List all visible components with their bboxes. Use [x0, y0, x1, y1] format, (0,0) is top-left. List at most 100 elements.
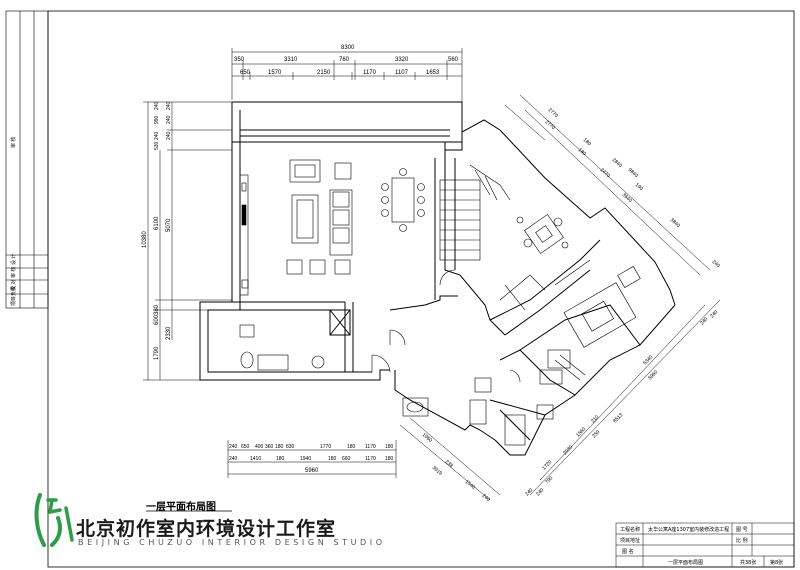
right-dim-3: 180 — [582, 137, 592, 147]
top-dim-2: 3310 — [284, 57, 298, 63]
bottom-dim-3: 400 — [255, 444, 264, 450]
low-left-2: 3919 — [431, 465, 444, 477]
bedroom-furniture-1 — [499, 214, 569, 311]
right-dim-7: 190 — [634, 182, 644, 192]
left-stack-3: 240 — [166, 101, 172, 110]
margin-label-3: 校 对 — [10, 280, 17, 291]
tb-project-name-label: 工程名称 — [620, 526, 640, 533]
bottom-dim-8: 180 — [347, 444, 356, 450]
bottom-dimension-lines — [227, 440, 397, 478]
left-stack-6: 240 — [166, 115, 172, 124]
right-low-4: 5960 — [647, 369, 659, 381]
bottom-dim-18: 180 — [385, 456, 394, 462]
right-dim-1: 2770 — [547, 107, 559, 119]
dining-table — [381, 168, 425, 232]
staircase — [439, 164, 511, 261]
bedroom-furniture-2 — [554, 259, 641, 348]
right-upper-dimension-lines — [504, 94, 711, 276]
low-left-3: 238 — [444, 459, 454, 469]
margin-label-2: 审 核 — [10, 267, 17, 278]
top-dim-total: 8300 — [341, 45, 355, 51]
top-dim-6: 650 — [240, 70, 251, 76]
tb-sheet-no: 第8张 — [770, 559, 783, 566]
top-dim-5: 560 — [448, 57, 459, 63]
right-dim-10: 9840 — [627, 167, 639, 179]
right-low-1: 240 — [709, 309, 719, 319]
studio-name-en: BEIJING CHUZUO INTERIOR DESIGN STUDIO — [78, 538, 386, 547]
bottom-dim-9: 1170 — [365, 444, 376, 450]
margin-label-1: 设 计 — [10, 254, 17, 265]
left-dim-5070: 5070 — [166, 218, 172, 232]
bottom-dim-14: 1940 — [300, 456, 311, 462]
right-low-13: 240 — [535, 487, 545, 497]
tb-project-address-label: 项目地址 — [620, 537, 640, 544]
low-left-1: 1960 — [421, 432, 434, 444]
right-low-7: 250 — [591, 429, 601, 439]
left-stack-4: 240 — [154, 131, 160, 140]
tb-drawing-name-label: 图 名 — [622, 548, 634, 555]
top-dim-4: 3320 — [395, 57, 409, 63]
tb-drawing-no-label: 图 号 — [736, 527, 748, 533]
margin-label-4: 项目负责 — [10, 286, 17, 306]
left-dim-2330: 2330 — [166, 326, 172, 340]
bottom-dim-10: 180 — [385, 444, 394, 450]
right-low-12: 240 — [524, 487, 534, 497]
right-low-6: 1560 — [575, 426, 587, 438]
lower-left-dimension-lines — [399, 417, 501, 501]
low-left-5: 240 — [481, 493, 491, 503]
bottom-dim-1: 240 — [229, 444, 238, 450]
top-dim-8: 2150 — [317, 70, 331, 76]
tb-project-name-value: 太华公寓A座1307室内装修改造工程 — [648, 526, 729, 533]
left-dim-600380: 600380 — [154, 304, 160, 325]
bottom-dim-total: 5960 — [305, 468, 319, 474]
left-dim-1790: 1790 — [154, 346, 160, 360]
tb-drawing-name-value: 一层平面布局图 — [668, 559, 703, 566]
plan-title: 一层平面布局图 — [146, 502, 216, 513]
left-dimension-lines — [143, 101, 232, 381]
right-low-9: 8513 — [612, 412, 624, 424]
right-low-8: 2030 — [562, 444, 574, 456]
top-dim-1: 350 — [234, 57, 245, 63]
bottom-dim-16: 660 — [342, 456, 351, 462]
bottom-dim-2: 650 — [241, 444, 250, 450]
bottom-dim-13: 180 — [276, 456, 285, 462]
right-low-2: 240 — [699, 316, 709, 326]
low-left-4: 1540 — [464, 479, 477, 491]
left-dim-6100: 6100 — [154, 216, 160, 230]
tb-total-sheets: 共38张 — [740, 559, 756, 566]
bottom-dim-5: 180 — [275, 444, 284, 450]
right-dim-4: 180 — [577, 147, 587, 157]
top-dim-9: 1170 — [363, 70, 377, 76]
bottom-dim-7: 1770 — [320, 444, 331, 450]
bottom-dim-15: 180 — [328, 456, 337, 462]
bottom-dim-6: 830 — [286, 444, 295, 450]
living-room-furniture — [239, 159, 353, 296]
doors — [371, 269, 521, 383]
left-stack-2: 990 — [154, 115, 160, 124]
right-low-10: 1720 — [541, 459, 553, 471]
bottom-dim-11: 240 — [229, 456, 238, 462]
right-dim-11: 240 — [711, 259, 721, 269]
title-block-grid — [615, 522, 795, 568]
bottom-dim-17: 1170 — [365, 456, 376, 462]
top-dim-10: 1107 — [395, 70, 409, 76]
left-stack-1: 240 — [154, 101, 160, 110]
left-dim-total: 10380 — [142, 231, 148, 248]
top-dim-11: 1653 — [426, 70, 440, 76]
plan-walls — [199, 101, 676, 456]
margin-label-top: 审 核 — [10, 137, 17, 148]
top-dim-3: 760 — [339, 57, 350, 63]
left-stack-5: 530 — [154, 141, 160, 150]
right-lower-dimension-lines — [529, 299, 721, 496]
right-dim-9: 3840 — [669, 217, 681, 229]
right-dim-5: 2840 — [611, 157, 623, 169]
bathroom-fixtures — [239, 324, 586, 446]
bottom-dim-12: 1410 — [250, 456, 261, 462]
left-margin-block — [5, 10, 49, 309]
left-stack-7: 240 — [166, 131, 172, 140]
right-low-5: 210 — [590, 414, 600, 424]
bottom-dim-4: 360 — [265, 444, 274, 450]
studio-logo — [34, 493, 74, 547]
right-low-11: 790 — [544, 475, 554, 485]
